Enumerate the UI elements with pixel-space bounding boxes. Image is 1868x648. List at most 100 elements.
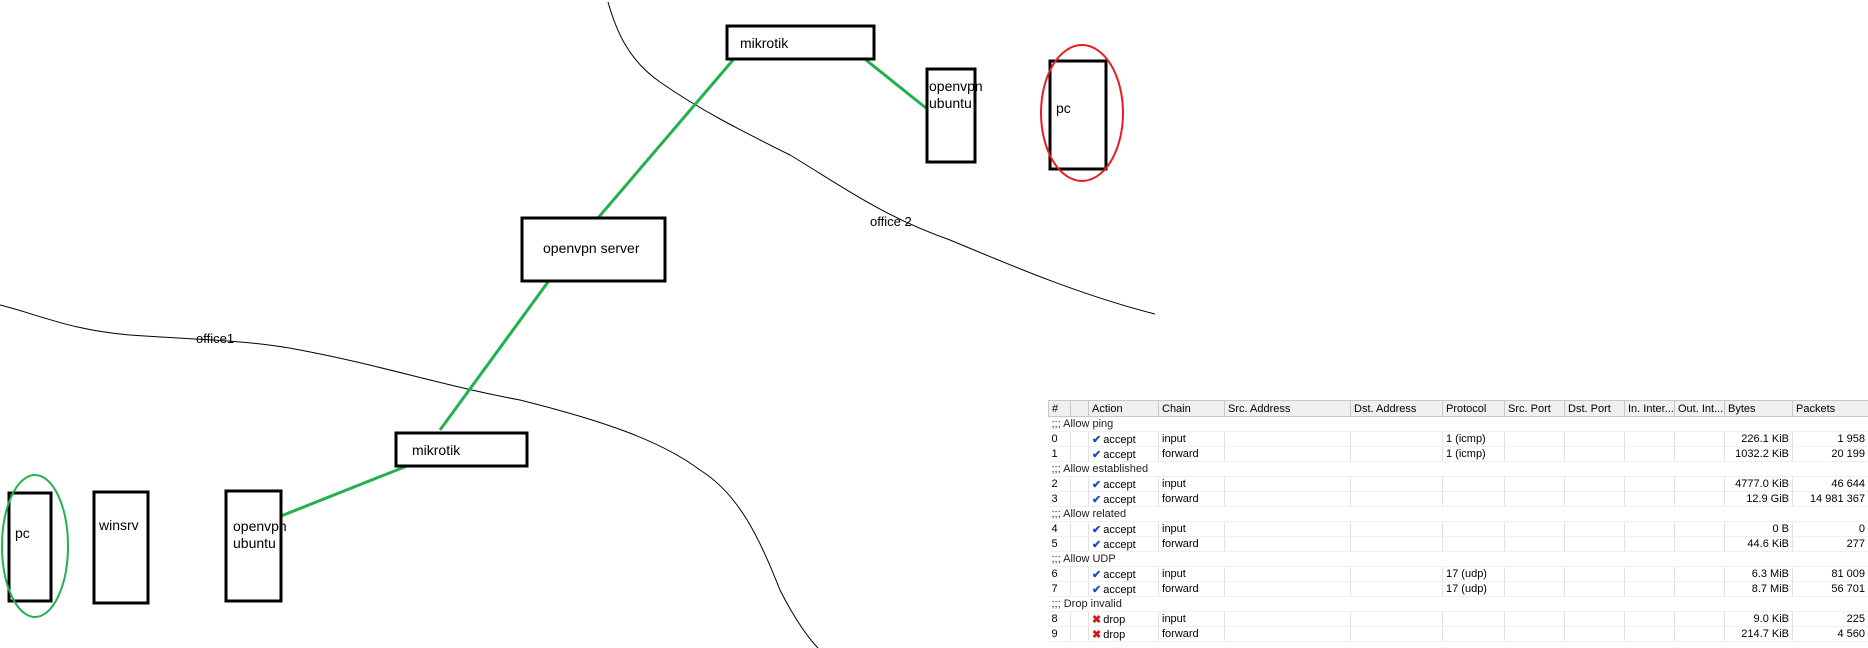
rule-chain-text: input	[1162, 568, 1186, 580]
rule-action-text: accept	[1103, 493, 1136, 506]
rule-number-text: 0	[1051, 433, 1058, 445]
rule-bytes: 1032.2 KiB	[1724, 446, 1793, 462]
column-header[interactable]: In. Inter...	[1624, 400, 1675, 417]
rule-number: 0	[1048, 431, 1071, 447]
rule-number-text: 6	[1051, 568, 1058, 580]
rule-comment-row[interactable]: ;;; Allow established	[1048, 461, 1868, 477]
rule-dst-address	[1350, 566, 1443, 582]
column-header[interactable]: Chain	[1158, 400, 1225, 417]
rule-out-interface	[1674, 536, 1725, 552]
rule-in-interface	[1624, 611, 1675, 627]
check-icon: ✔	[1092, 493, 1102, 506]
rule-src-port	[1504, 476, 1565, 492]
rule-bytes-text: 1032.2 KiB	[1735, 448, 1789, 460]
rule-packets-text: 225	[1846, 613, 1865, 625]
rule-action: ✔accept	[1088, 446, 1159, 462]
rule-comment-row[interactable]: ;;; Drop invalid	[1048, 596, 1868, 612]
rule-action: ✔accept	[1088, 581, 1159, 597]
rule-comment-row[interactable]: ;;; Allow UDP	[1048, 551, 1868, 567]
column-header[interactable]: Src. Address	[1224, 400, 1351, 417]
rule-src-address	[1224, 491, 1351, 507]
openvpn-ubuntu-office1-box	[224, 489, 283, 603]
rule-number-text: 5	[1051, 538, 1058, 550]
rule-protocol: 1 (icmp)	[1442, 431, 1505, 447]
rule-action-text: accept	[1103, 448, 1136, 461]
rule-packets: 14 981 367	[1792, 491, 1868, 507]
rule-dst-port	[1564, 521, 1625, 537]
rule-src-address	[1224, 626, 1351, 642]
rule-src-port	[1504, 581, 1565, 597]
openvpn-ubuntu-office1-label-line2: ubuntu	[233, 535, 276, 551]
rule-chain: input	[1158, 566, 1225, 582]
rule-comment-row[interactable]: ;;; Allow related	[1048, 506, 1868, 522]
rule-bytes: 9.0 KiB	[1724, 611, 1793, 627]
rule-chain-text: forward	[1162, 493, 1199, 505]
column-header[interactable]: Out. Int...	[1674, 400, 1725, 417]
rule-protocol: 17 (udp)	[1442, 581, 1505, 597]
office2-zone-label: office 2	[870, 214, 912, 229]
column-header[interactable]: Action	[1088, 400, 1159, 417]
rule-flags	[1070, 491, 1089, 507]
winsrv-label: winsrv	[98, 517, 139, 533]
column-header[interactable]: Src. Port	[1504, 400, 1565, 417]
rule-src-port	[1504, 626, 1565, 642]
rule-protocol-text: 17 (udp)	[1446, 568, 1487, 580]
rule-chain-text: forward	[1162, 583, 1199, 595]
office1-boundary-curve	[0, 304, 819, 648]
openvpn-ubuntu-office2-label-line2: ubuntu	[929, 95, 972, 111]
column-header[interactable]: Bytes	[1724, 400, 1793, 417]
column-header[interactable]	[1070, 400, 1089, 417]
column-header[interactable]: #	[1048, 400, 1071, 417]
rule-protocol-text: 1 (icmp)	[1446, 433, 1486, 445]
column-header[interactable]: Packets	[1792, 400, 1868, 417]
rule-packets-text: 14 981 367	[1809, 493, 1865, 505]
rule-packets: 225	[1792, 611, 1868, 627]
rule-dst-address	[1350, 491, 1443, 507]
rule-chain: forward	[1158, 581, 1225, 597]
rule-bytes-text: 0 B	[1772, 523, 1789, 535]
rule-comment: ;;; Allow ping	[1048, 416, 1868, 432]
cross-icon: ✖	[1092, 628, 1102, 641]
rule-number: 7	[1048, 581, 1071, 597]
check-icon: ✔	[1092, 538, 1102, 551]
rule-flags	[1070, 431, 1089, 447]
column-header[interactable]: Dst. Port	[1564, 400, 1625, 417]
rule-protocol	[1442, 536, 1505, 552]
rule-dst-address	[1350, 536, 1443, 552]
pc-office1-highlight-green	[1, 474, 69, 618]
rule-src-port	[1504, 491, 1565, 507]
rule-number: 6	[1048, 566, 1071, 582]
rule-chain-text: forward	[1162, 628, 1199, 640]
rule-packets: 46 644	[1792, 476, 1868, 492]
rule-dst-port	[1564, 476, 1625, 492]
openvpn-ubuntu-office1-label-line1: openvpn	[233, 518, 287, 534]
link-mikrotik2-ubuntu2	[865, 58, 927, 110]
column-header[interactable]: Dst. Address	[1350, 400, 1443, 417]
rule-chain: forward	[1158, 536, 1225, 552]
rule-dst-port	[1564, 431, 1625, 447]
check-icon: ✔	[1092, 478, 1102, 491]
rule-src-address	[1224, 581, 1351, 597]
rule-out-interface	[1674, 626, 1725, 642]
check-icon: ✔	[1092, 448, 1102, 461]
rule-src-port	[1504, 611, 1565, 627]
rule-number-text: 2	[1051, 478, 1058, 490]
column-header[interactable]: Protocol	[1442, 400, 1505, 417]
rule-packets-text: 4 560	[1837, 628, 1865, 640]
link-mikrotik1-ubuntu1	[280, 464, 408, 518]
rule-comment-row[interactable]: ;;; Allow ping	[1048, 416, 1868, 432]
rule-bytes-text: 9.0 KiB	[1753, 613, 1789, 625]
rule-src-address	[1224, 446, 1351, 462]
rule-in-interface	[1624, 476, 1675, 492]
